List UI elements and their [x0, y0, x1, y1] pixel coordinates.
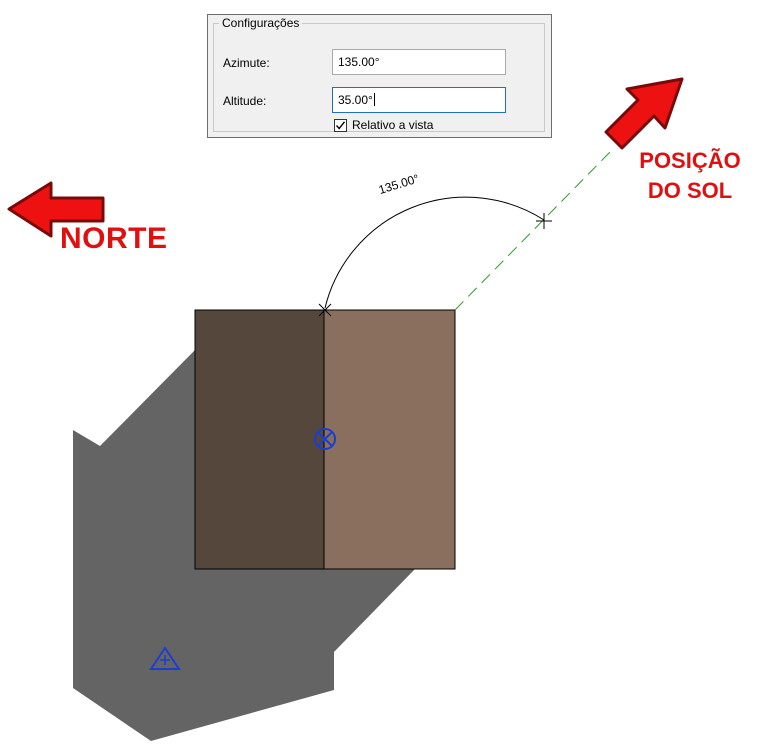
sun-settings-panel: Configurações Azimute: 135.00° Altitude:…	[207, 14, 552, 138]
cast-shadow	[73, 350, 415, 741]
arc-start-tick	[318, 303, 332, 317]
settings-group-title: Configurações	[219, 16, 303, 30]
sun-position-line-1: POSIÇÃO	[639, 148, 741, 173]
settings-group: Configurações Azimute: 135.00° Altitude:…	[213, 16, 545, 132]
text-caret	[373, 93, 375, 106]
origin-marker-icon[interactable]	[314, 428, 336, 450]
arc-end-tick	[536, 213, 552, 229]
azimuth-dimension-text: 135.00°	[377, 171, 421, 197]
north-arrow-icon	[7, 181, 105, 238]
altitude-label: Altitude:	[223, 94, 267, 108]
survey-point-icon[interactable]	[149, 646, 181, 670]
block-face-dark[interactable]	[194, 309, 325, 570]
altitude-value: 35.00°	[338, 93, 373, 107]
block-face-light[interactable]	[323, 309, 456, 570]
checkmark-icon	[335, 121, 346, 130]
azimuth-arc	[324, 196, 545, 309]
azimuth-label: Azimute:	[223, 56, 270, 70]
azimuth-input[interactable]: 135.00°	[332, 49, 506, 75]
altitude-input[interactable]: 35.00°	[332, 87, 506, 113]
relative-to-view-checkbox[interactable]	[334, 119, 347, 132]
sun-position-arrow-icon	[604, 77, 684, 150]
sun-position-label: POSIÇÃO DO SOL	[620, 146, 760, 206]
azimuth-value: 135.00°	[338, 55, 380, 69]
relative-to-view-label[interactable]: Relativo a vista	[352, 118, 434, 132]
sun-direction-line	[454, 149, 613, 311]
sun-position-line-2: DO SOL	[647, 178, 733, 203]
north-label: NORTE	[60, 222, 168, 255]
